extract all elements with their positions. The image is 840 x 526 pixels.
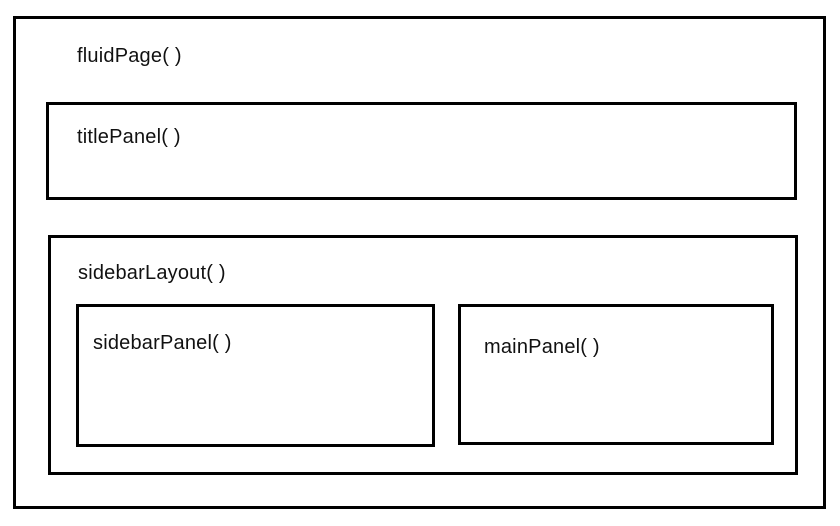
fluid-page-box: fluidPage( ) titlePanel( ) sidebarLayout… [13,16,826,509]
title-panel-box: titlePanel( ) [46,102,797,200]
title-panel-label: titlePanel( ) [77,126,181,148]
fluid-page-label: fluidPage( ) [77,45,182,67]
main-panel-label: mainPanel( ) [484,336,600,358]
main-panel-box: mainPanel( ) [458,304,774,445]
sidebar-layout-box: sidebarLayout( ) sidebarPanel( ) mainPan… [48,235,798,475]
sidebar-panel-label: sidebarPanel( ) [93,332,232,354]
sidebar-layout-label: sidebarLayout( ) [78,262,226,284]
sidebar-panel-box: sidebarPanel( ) [76,304,435,447]
